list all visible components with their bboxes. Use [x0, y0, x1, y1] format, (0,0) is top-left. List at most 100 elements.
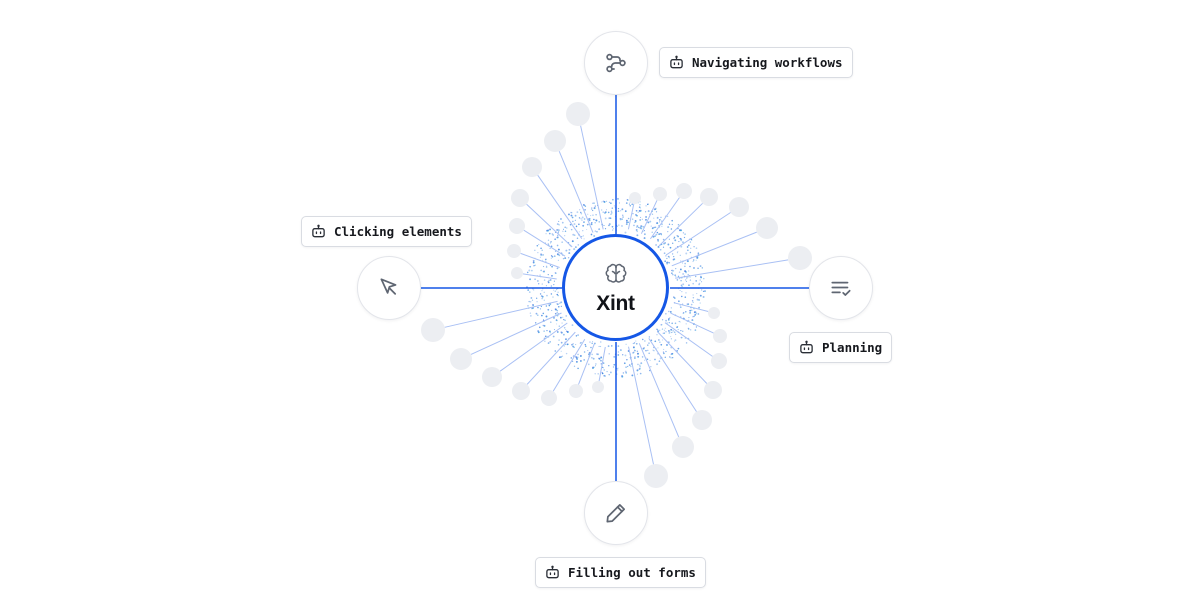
spoke-line — [558, 151, 594, 233]
clicking-elements-node[interactable] — [357, 256, 421, 320]
particle-dot — [642, 338, 644, 341]
particle-dot — [678, 277, 681, 280]
particle-dot — [550, 293, 553, 295]
particle-dot — [566, 331, 569, 333]
particle-dot — [660, 343, 663, 346]
particle-dot — [530, 315, 532, 317]
particle-dot — [537, 252, 539, 254]
particle-dot — [664, 260, 667, 263]
particle-dot — [557, 291, 559, 293]
satellite-bubble — [592, 381, 604, 393]
particle-dot — [564, 257, 567, 260]
particle-dot — [529, 265, 532, 268]
particle-dot — [542, 259, 544, 261]
particle-dot — [682, 283, 685, 286]
particle-dot — [675, 333, 677, 335]
particle-dot — [573, 248, 576, 251]
particle-dot — [545, 266, 548, 268]
particle-dot — [573, 365, 576, 367]
particle-dot — [556, 311, 558, 314]
particle-dot — [666, 261, 669, 264]
particle-dot — [560, 356, 563, 358]
particle-dot — [574, 214, 577, 217]
particle-dot — [637, 226, 640, 229]
particle-dot — [621, 218, 624, 221]
particle-dot — [547, 243, 549, 245]
particle-dot — [680, 284, 683, 287]
particle-dot — [654, 358, 656, 361]
particle-dot — [610, 213, 612, 216]
particle-dot — [609, 217, 612, 220]
particle-dot — [676, 279, 679, 281]
particle-dot — [617, 369, 619, 371]
particle-dot — [643, 237, 646, 240]
particle-dot — [634, 357, 636, 359]
filling-out-forms-node[interactable] — [584, 481, 648, 545]
particle-dot — [604, 375, 607, 377]
particle-dot — [570, 228, 573, 231]
particle-dot — [669, 356, 671, 358]
particle-dot — [549, 247, 551, 249]
spoke-line — [648, 338, 697, 412]
particle-dot — [568, 252, 571, 255]
particle-dot — [667, 319, 670, 321]
planning-node[interactable] — [809, 256, 873, 320]
particle-dot — [668, 310, 670, 313]
particle-dot — [533, 289, 535, 291]
xint-hub[interactable]: Xint — [562, 234, 669, 341]
particle-dot — [560, 316, 562, 319]
particle-dot — [626, 198, 629, 201]
particle-dot — [677, 347, 680, 350]
particle-dot — [661, 328, 664, 330]
particle-dot — [666, 257, 668, 260]
particle-dot — [610, 202, 612, 205]
particle-dot — [660, 234, 663, 236]
particle-dot — [702, 296, 705, 298]
particle-dot — [549, 321, 552, 324]
particle-dot — [553, 283, 555, 286]
particle-dot — [668, 261, 671, 264]
particle-dot — [672, 330, 674, 332]
particle-dot — [639, 204, 641, 206]
particle-dot — [570, 357, 573, 359]
particle-dot — [659, 329, 661, 331]
particle-dot — [558, 224, 560, 226]
particle-dot — [672, 258, 675, 261]
particle-dot — [676, 252, 678, 254]
particle-dot — [598, 228, 601, 231]
badge-label: Clicking elements — [334, 224, 462, 239]
particle-dot — [695, 313, 697, 316]
particle-dot — [685, 311, 687, 313]
particle-dot — [670, 228, 673, 230]
particle-dot — [572, 343, 574, 345]
particle-dot — [545, 305, 548, 307]
particle-dot — [687, 327, 690, 330]
particle-dot — [532, 304, 535, 307]
spoke-line — [671, 231, 757, 267]
particle-dot — [679, 321, 681, 323]
particle-dot — [613, 363, 616, 366]
particle-dot — [612, 366, 615, 368]
particle-dot — [673, 236, 675, 238]
particle-dot — [687, 303, 690, 306]
particle-dot — [590, 222, 593, 224]
particle-dot — [595, 219, 598, 222]
particle-dot — [679, 306, 682, 309]
particle-dot — [622, 214, 624, 216]
particle-dot — [591, 353, 593, 356]
particle-dot — [571, 212, 573, 214]
particle-dot — [564, 343, 566, 345]
particle-dot — [605, 209, 608, 211]
particle-dot — [639, 207, 641, 209]
particle-dot — [554, 350, 557, 352]
particle-dot — [689, 251, 692, 254]
particle-dot — [569, 223, 572, 226]
particle-dot — [625, 372, 627, 374]
particle-dot — [584, 343, 587, 346]
satellite-bubble — [450, 348, 472, 370]
particle-dot — [655, 208, 657, 210]
particle-dot — [608, 223, 611, 226]
particle-dot — [621, 225, 623, 227]
navigating-workflows-node[interactable] — [584, 31, 648, 95]
spoke-line — [598, 346, 606, 382]
